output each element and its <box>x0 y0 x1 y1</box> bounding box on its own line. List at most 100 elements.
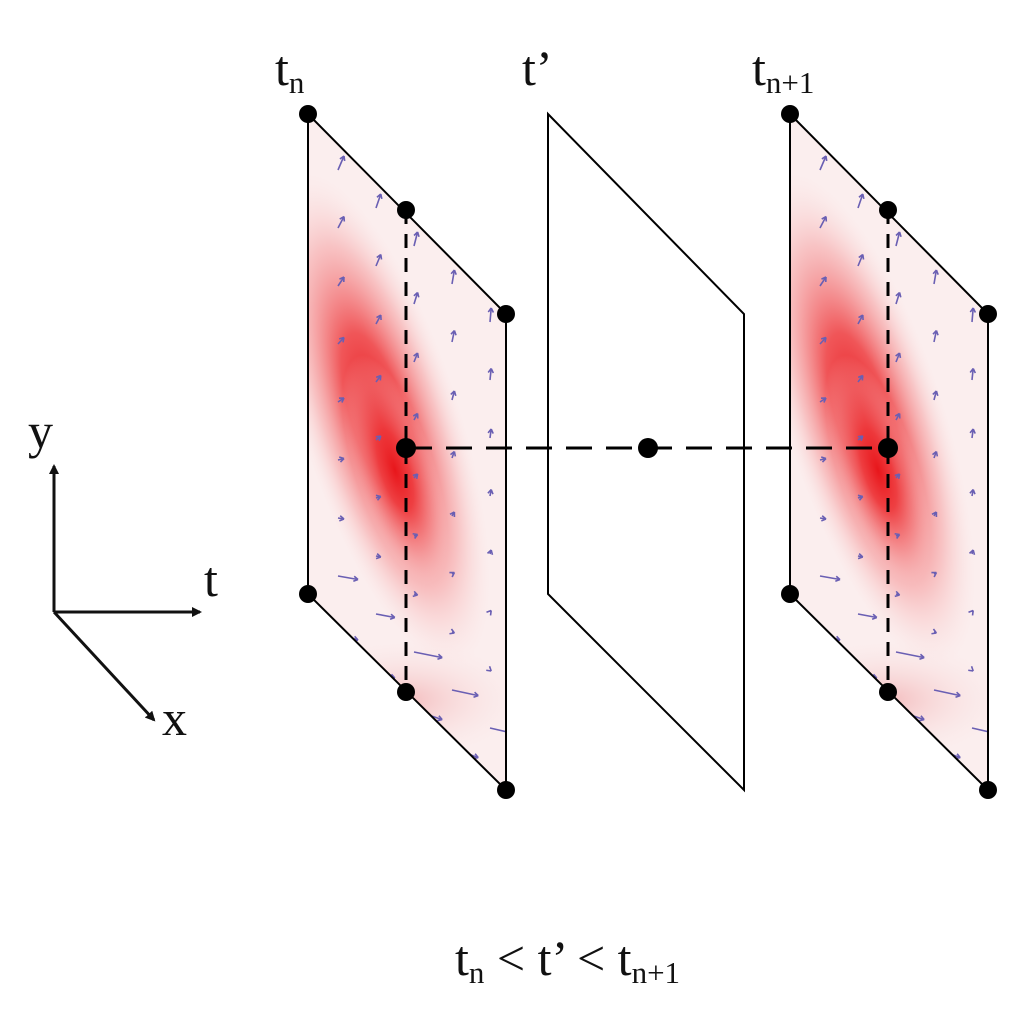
vector-arrowhead <box>857 435 864 441</box>
vector-arrowhead <box>857 553 864 560</box>
vector-arrowhead <box>871 613 878 620</box>
vector-arrow <box>819 276 827 287</box>
vector-arrowhead <box>820 397 827 403</box>
vector-arrow <box>489 307 492 323</box>
vector-arrowhead <box>919 715 925 722</box>
vector-arrowhead <box>486 609 492 616</box>
label-tn: tn <box>275 40 305 100</box>
vector-arrow <box>895 352 901 363</box>
vector-arrow <box>413 292 419 305</box>
vector-arrowhead <box>450 390 457 397</box>
vector-arrowhead <box>969 368 977 374</box>
vector-arrowhead <box>339 215 346 222</box>
vector-arrowhead <box>376 314 382 321</box>
vector-arrowhead <box>375 494 382 501</box>
vector-arrowhead <box>858 193 865 200</box>
grid-node <box>497 305 515 323</box>
vector-arrowhead <box>968 609 974 616</box>
vector-arrowhead <box>389 613 396 620</box>
vector-arrowhead <box>375 374 382 381</box>
vector-arrowhead <box>931 511 938 518</box>
vector-arrowhead <box>338 397 345 403</box>
vector-arrow <box>375 254 382 267</box>
vector-arrowhead <box>487 368 495 374</box>
vector-arrowhead <box>820 336 827 343</box>
vector-arrowhead <box>339 155 346 162</box>
vector-arrow <box>971 307 974 323</box>
vector-arrowhead <box>510 730 515 735</box>
vector-arrow <box>413 651 443 659</box>
grid-node <box>979 305 997 323</box>
vector-arrowhead <box>412 412 419 419</box>
grid-node <box>397 683 415 701</box>
scalar-field-tn1 <box>790 114 997 790</box>
vector-arrowhead <box>919 653 925 661</box>
vector-arrowhead <box>487 428 494 434</box>
vector-arrowhead <box>412 473 419 480</box>
vector-arrowhead <box>895 352 902 359</box>
vector-arrowhead <box>339 276 345 283</box>
vector-arrow <box>489 368 492 381</box>
vector-arrowhead <box>449 511 456 518</box>
vector-arrowhead <box>437 715 443 722</box>
vector-field-tn <box>337 155 515 790</box>
vector-arrow <box>337 155 345 171</box>
vector-arrow <box>413 352 419 363</box>
slice-tn1 <box>781 105 997 799</box>
vector-arrow <box>933 269 938 285</box>
vector-arrowhead <box>858 314 864 321</box>
vector-arrow <box>933 390 938 401</box>
vector-arrowhead <box>821 515 827 522</box>
vector-arrow <box>933 689 961 697</box>
vector-arrow <box>895 651 925 659</box>
vector-arrowhead <box>338 456 345 463</box>
slice-tn <box>299 105 515 799</box>
vector-arrowhead <box>835 575 841 583</box>
vector-arrow <box>819 575 841 581</box>
vector-arrowhead <box>857 374 864 381</box>
vector-arrow <box>375 314 382 325</box>
vector-arrowhead <box>894 590 901 598</box>
vector-arrowhead <box>894 532 901 540</box>
vector-arrowhead <box>413 231 420 238</box>
vector-arrowhead <box>992 730 997 735</box>
vector-arrowhead <box>932 390 939 397</box>
vector-arrowhead <box>375 435 382 441</box>
vector-arrowhead <box>486 549 494 556</box>
vector-arrow <box>337 276 345 287</box>
label-t-prime: t’ <box>522 40 553 96</box>
grid-node <box>497 781 515 799</box>
vector-arrow <box>933 330 938 343</box>
vector-arrowhead <box>968 666 974 672</box>
vector-arrowhead <box>969 488 976 495</box>
vector-arrowhead <box>449 571 456 578</box>
vector-arrowhead <box>857 494 864 501</box>
vector-arrowhead <box>339 515 345 522</box>
vector-arrow <box>857 613 877 619</box>
vector-arrowhead <box>969 307 977 313</box>
vector-arrowhead <box>449 628 456 635</box>
vector-arrowhead <box>486 666 492 672</box>
vector-arrow <box>337 216 345 229</box>
vector-arrowhead <box>932 269 939 275</box>
vector-arrow <box>895 231 901 247</box>
vector-arrowhead <box>450 329 457 336</box>
vector-arrowhead <box>376 193 383 200</box>
grid-node <box>397 201 415 219</box>
vector-arrow <box>451 269 456 285</box>
vector-arrowhead <box>968 549 976 556</box>
vector-arrowhead <box>412 532 419 540</box>
vector-arrowhead <box>895 231 902 238</box>
grid-node <box>979 781 997 799</box>
vector-arrow <box>971 368 974 381</box>
vector-arrow <box>489 727 506 735</box>
grid-node <box>879 683 897 701</box>
vector-arrowhead <box>437 653 443 661</box>
vector-arrowhead <box>413 291 420 298</box>
vector-arrow <box>857 254 864 267</box>
vector-arrowhead <box>858 253 865 260</box>
vector-arrowhead <box>969 428 976 434</box>
vector-arrowhead <box>353 575 359 583</box>
vector-arrowhead <box>450 269 457 275</box>
